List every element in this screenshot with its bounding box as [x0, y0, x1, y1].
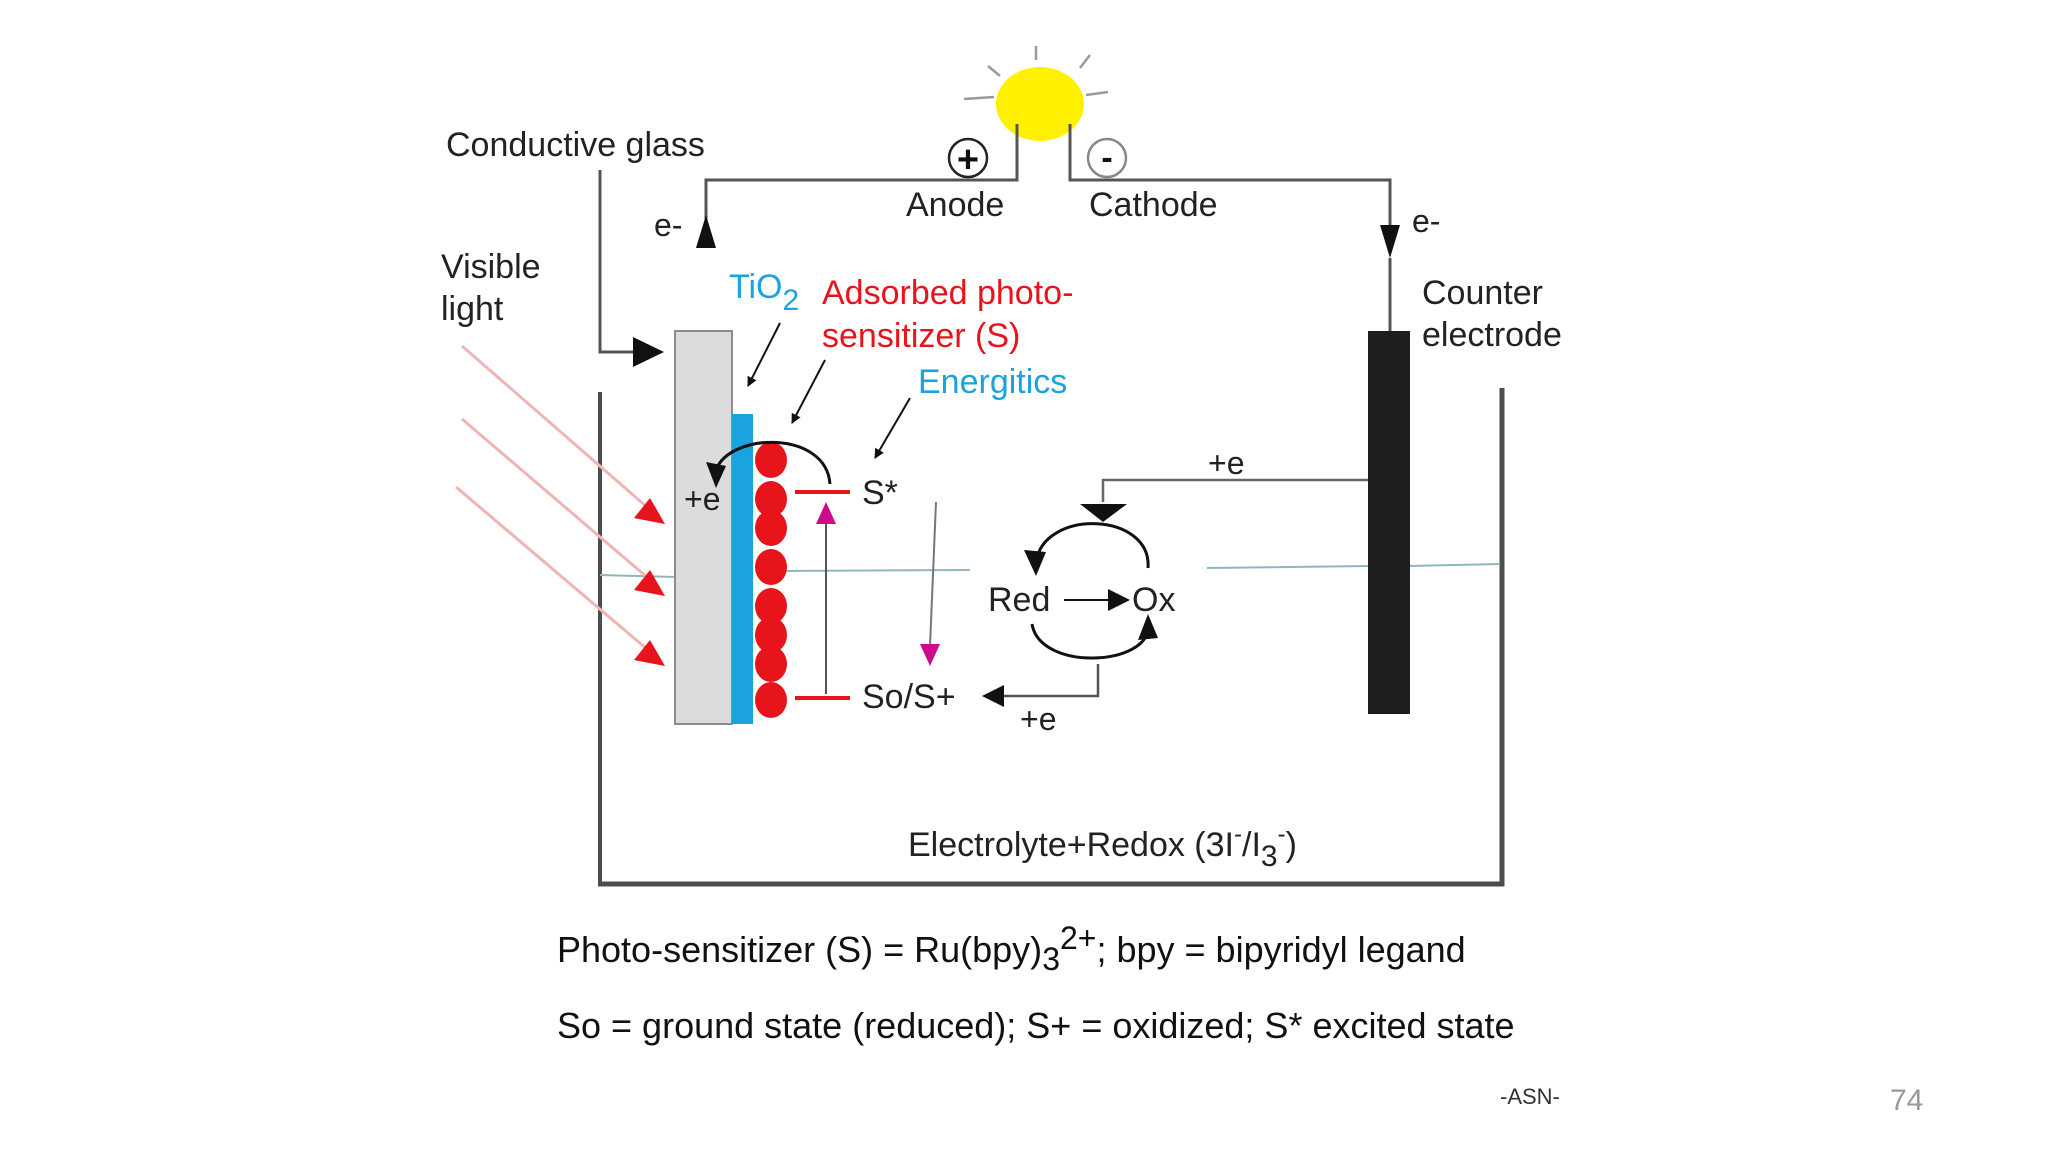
sensitizer-label: sensitizer (S)	[822, 317, 1020, 355]
electron-injection-arrowhead	[706, 462, 726, 488]
light-label: light	[441, 290, 504, 328]
counter-electrode-return-wire	[1101, 478, 1368, 502]
minus-sign: -	[1101, 139, 1112, 177]
energitics-label: Energitics	[918, 363, 1067, 401]
electrolyte-redox-label: Electrolyte+Redox (3I-/I3-)	[908, 821, 1297, 873]
credit-text: -ASN-	[1500, 1084, 1560, 1109]
redox-top-arrowhead	[1024, 550, 1046, 576]
electron-label-right: e-	[1412, 203, 1440, 239]
counter-electrode	[1368, 331, 1410, 714]
electrolyte-container	[598, 388, 1505, 887]
light-ray-arrowheads	[634, 498, 665, 666]
adsorbed-dye-molecules	[755, 442, 787, 718]
electron-injection-arc	[714, 441, 832, 485]
tio2-label: TiO2	[729, 268, 799, 317]
plus-e-left-label: +e	[684, 481, 720, 517]
caption-line1-superscript: 2+	[1059, 920, 1097, 956]
caption-line1-text: Photo-sensitizer (S) = Ru(bpy)	[557, 929, 1043, 970]
plus-e-bottom-label: +e	[1020, 701, 1056, 737]
relaxation-arrowhead	[920, 644, 940, 666]
redox-top-arc	[1034, 522, 1150, 569]
ground-state-label: So/S+	[862, 678, 956, 716]
sun-icon	[963, 46, 1109, 141]
photo-sensitizer-caption: Photo-sensitizer (S) = Ru(bpy)32+; bpy =…	[557, 920, 1466, 978]
visible-light-rays	[455, 344, 649, 652]
conductive-glass-plate	[674, 330, 733, 725]
anode-terminal-plus-icon	[947, 137, 989, 179]
electrolyte-level-line	[599, 563, 1501, 578]
electron-flow-arrow-left	[696, 215, 716, 248]
counter-label: Counter	[1422, 274, 1543, 312]
tio2-layer	[732, 414, 753, 724]
ox-label: Ox	[1132, 581, 1175, 619]
caption-line1-subscript: 3	[1042, 941, 1060, 978]
electron-flow-arrow-right	[1380, 225, 1400, 258]
plus-e-top-label: +e	[1208, 445, 1244, 481]
state-definitions-caption: So = ground state (reduced); S+ = oxidiz…	[557, 1005, 1515, 1046]
cathode-label: Cathode	[1089, 186, 1218, 224]
counter-electrode-return-arrowhead	[1080, 504, 1127, 522]
relaxation-arrow	[929, 501, 937, 647]
label-pointer-lines	[747, 322, 911, 459]
excited-state-label: S*	[862, 474, 898, 512]
conductive-glass-pointer-arrow	[633, 337, 664, 367]
electrode-label: electrode	[1422, 316, 1562, 354]
redox-bottom-arrowhead	[1138, 614, 1158, 640]
anode-label: Anode	[906, 186, 1004, 224]
electron-label-left: e-	[654, 207, 682, 243]
cathode-terminal-minus-icon	[1086, 137, 1128, 179]
conductive-glass-label: Conductive glass	[446, 126, 705, 164]
red-label: Red	[988, 581, 1050, 619]
visible-label: Visible	[441, 248, 541, 286]
external-circuit-wire	[598, 124, 1392, 354]
excitation-arrowhead	[816, 502, 836, 524]
adsorbed-photo-label: Adsorbed photo-	[822, 274, 1073, 312]
red-to-ox-arrowhead	[1108, 589, 1130, 611]
plus-sign: +	[957, 139, 979, 181]
dye-regeneration-arrowhead	[982, 685, 1004, 707]
page-number: 74	[1890, 1084, 1924, 1117]
dye-regeneration-wire	[1000, 664, 1100, 698]
redox-bottom-arc	[1030, 623, 1150, 660]
caption-line1-tail: ; bpy = bipyridyl legand	[1096, 929, 1466, 970]
